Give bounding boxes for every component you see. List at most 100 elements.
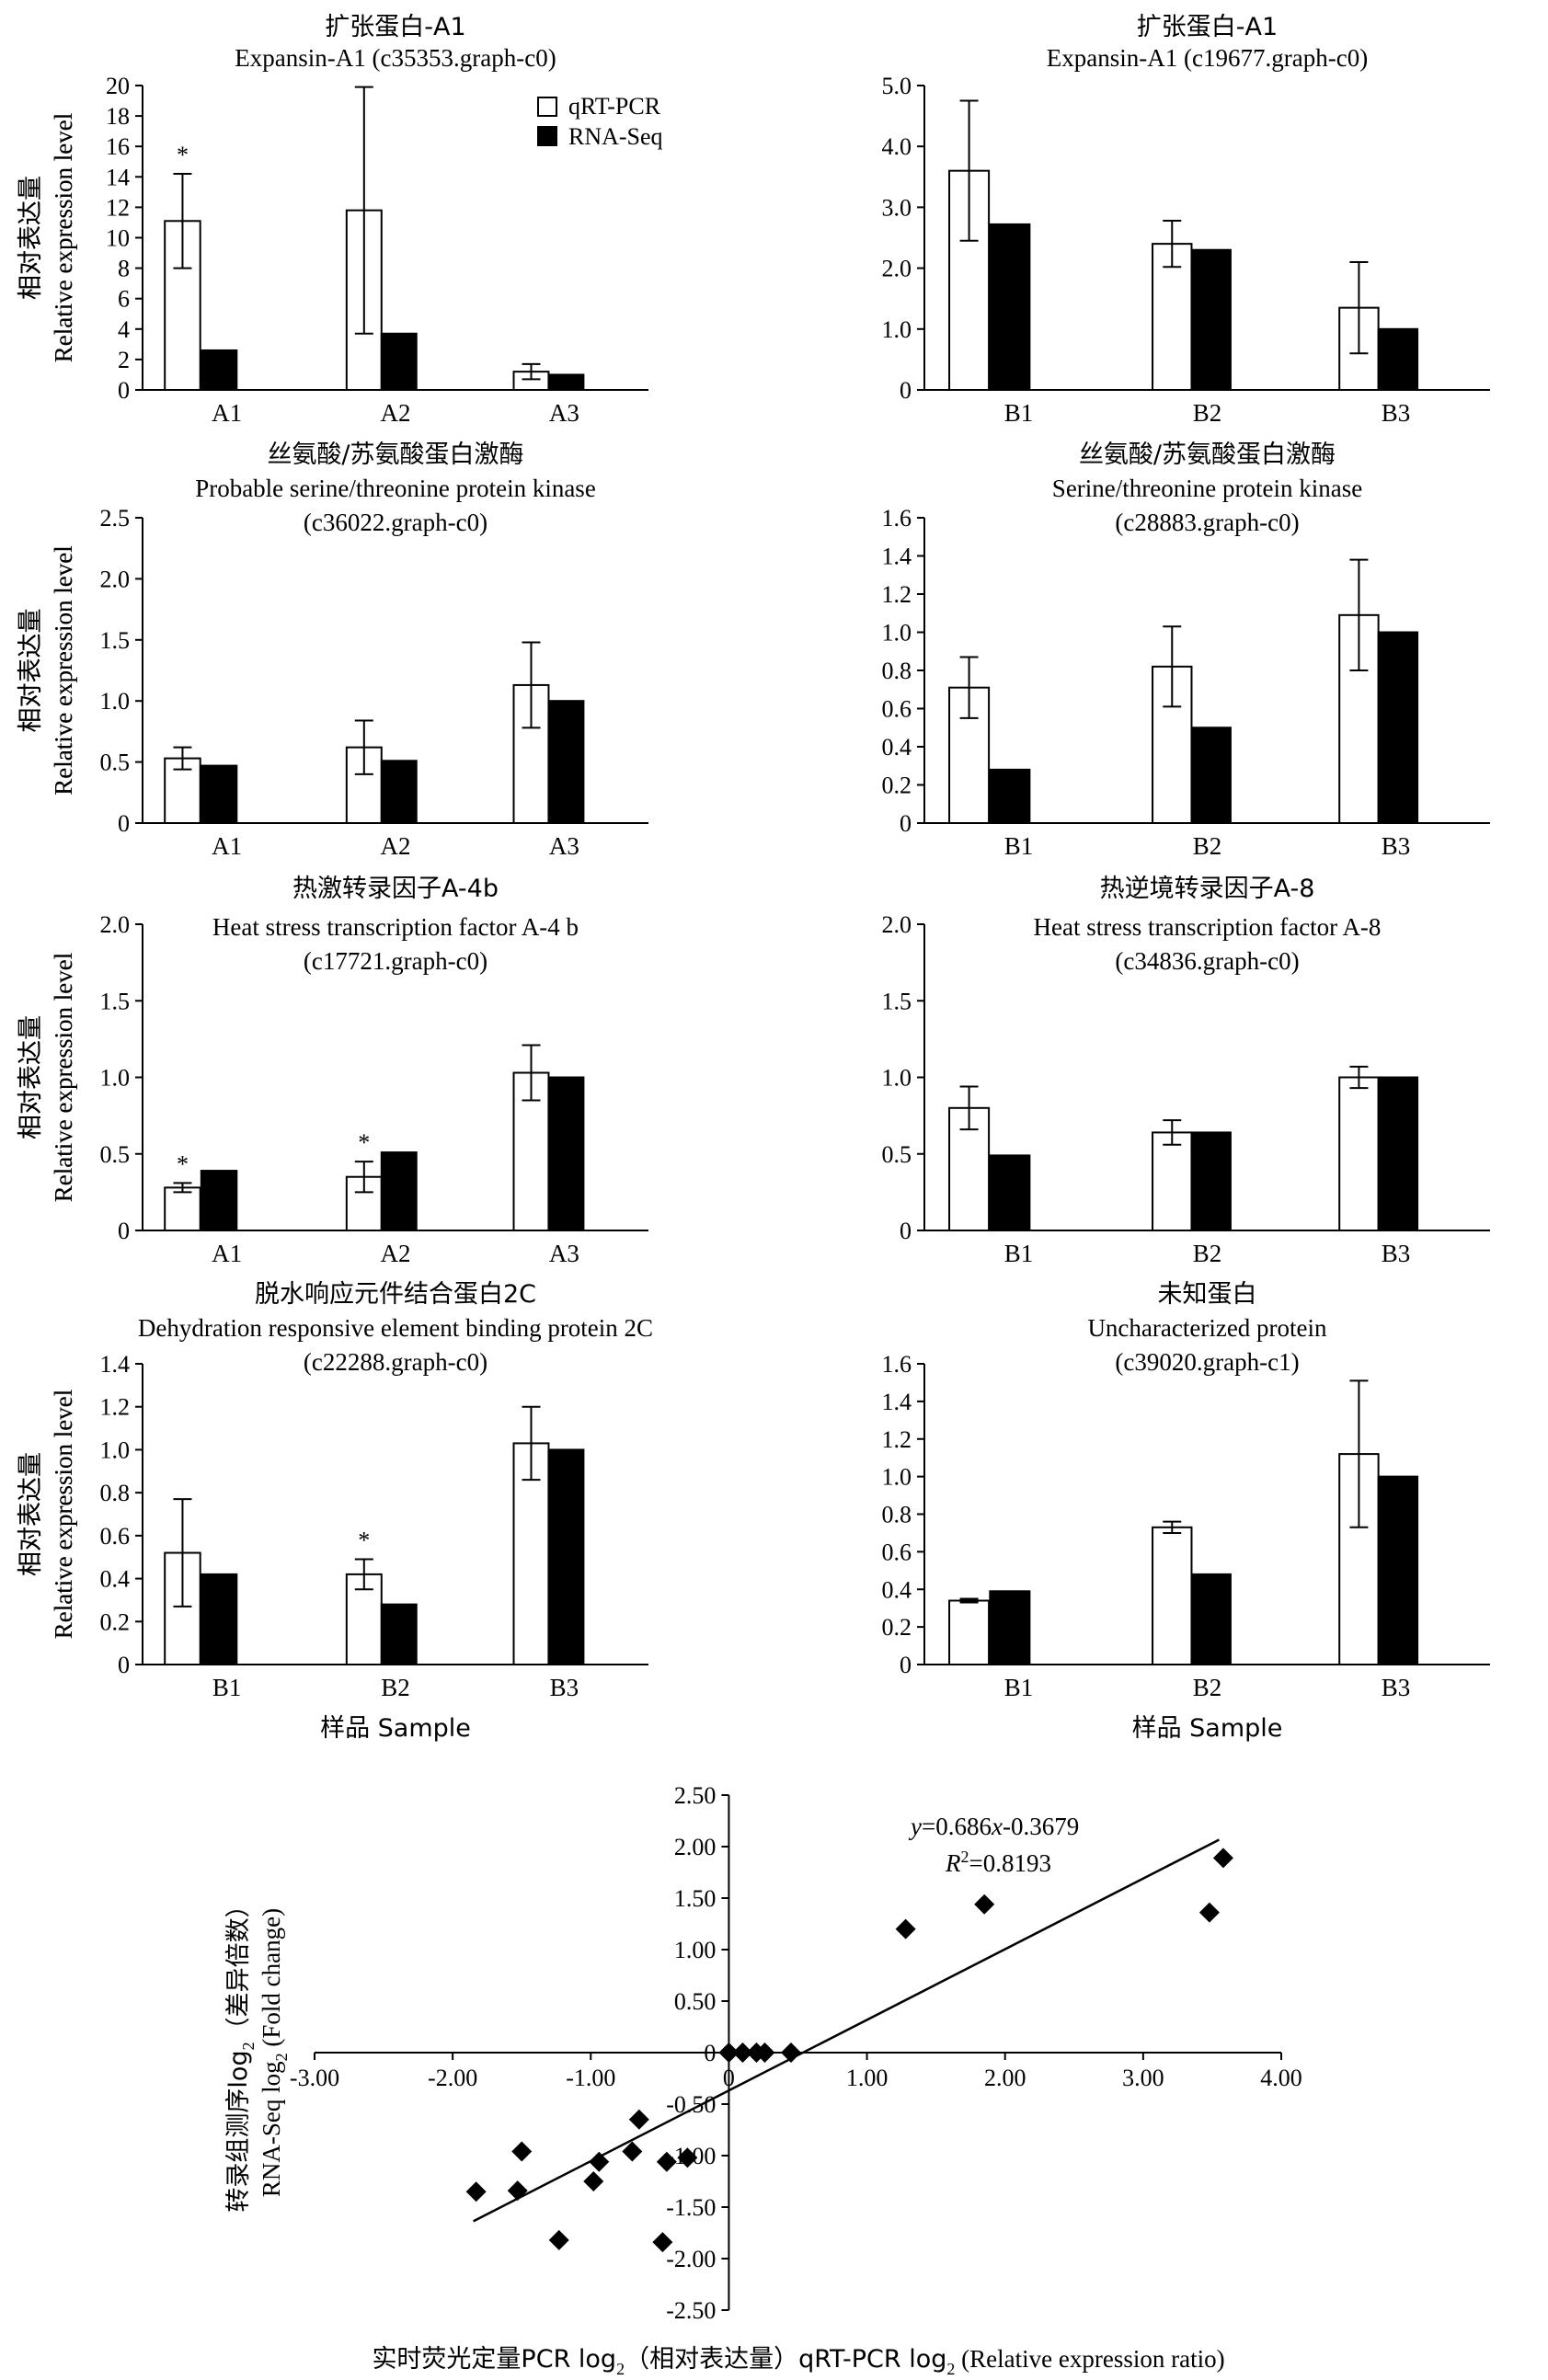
- x-tick-label: B3: [1382, 399, 1411, 427]
- bar-rna-seq: [200, 1170, 238, 1231]
- y-tick-label: 1.0: [882, 1464, 912, 1491]
- y-tick-label: 1.4: [882, 1389, 912, 1415]
- y-tick-label: 0: [900, 810, 912, 837]
- x-tick-label: B2: [1193, 1240, 1222, 1267]
- chart-title-cn: 丝氨酸/苏氨酸蛋白激酶: [267, 441, 523, 469]
- significance-star: *: [358, 1528, 370, 1554]
- scatter-point: [656, 2151, 677, 2172]
- xlabel-part-c: (Relative expression ratio): [955, 2345, 1224, 2373]
- bar-rna-seq: [1377, 327, 1419, 391]
- legend-swatch-qrt-pcr: [537, 97, 557, 117]
- scatter-y-tick-label: 0: [704, 2040, 716, 2066]
- y-tick-label: 0: [118, 810, 130, 837]
- y-tick-label: 1.2: [882, 581, 912, 608]
- y-tick-label: 0.6: [882, 1539, 912, 1565]
- bar-rna-seq: [1190, 248, 1232, 391]
- x-tick-label: B2: [1193, 1674, 1222, 1701]
- significance-star: *: [177, 142, 189, 168]
- scatter-x-axis-label: 实时荧光定量PCR log2（相对表达量）qRT-PCR log2 (Relat…: [372, 2345, 1224, 2378]
- scatter-y-axis-label-cn: 转录组测序log2（差异倍数）: [224, 1893, 258, 2212]
- y-tick-label: 0.4: [882, 734, 912, 761]
- x-tick-label: B3: [1382, 832, 1411, 860]
- y-tick-label: 1.6: [882, 505, 912, 532]
- y-tick-label: 1.5: [100, 988, 131, 1014]
- chart-title-en: (c36022.graph-c0): [304, 509, 487, 536]
- y-tick-label: 10: [106, 225, 130, 252]
- scatter-point: [1198, 1902, 1220, 1923]
- y-tick-label: 1.2: [100, 1394, 131, 1421]
- bar-qrt-pcr: [164, 1186, 201, 1232]
- legend-label-qrt-pcr: qRT-PCR: [568, 93, 661, 120]
- chart-title-en: Expansin-A1 (c19677.graph-c0): [1047, 44, 1368, 72]
- bar-qrt-pcr: [1152, 243, 1193, 391]
- chart-title-cn: 脱水响应元件结合蛋白2C: [255, 1280, 536, 1309]
- y-tick-label: 4.0: [882, 133, 912, 160]
- x-tick-label: B1: [1004, 399, 1034, 427]
- y-tick-label: 0.6: [882, 696, 912, 723]
- scatter-y-axis-label-en: RNA-Seq log2 (Fold change): [258, 1908, 291, 2197]
- y-axis-label-cn: 相对表达量: [17, 1452, 45, 1576]
- bar-rna-seq: [380, 1603, 418, 1665]
- y-tick-label: 2.5: [100, 505, 131, 532]
- scatter-point: [652, 2232, 673, 2253]
- y-axis-label-cn: 相对表达量: [17, 609, 45, 733]
- bar-rna-seq: [380, 1151, 418, 1231]
- y-tick-label: 1.0: [882, 316, 912, 343]
- x-tick-label: A3: [549, 832, 579, 860]
- bar-rna-seq: [1190, 1131, 1232, 1231]
- chart-title-en: (c17721.graph-c0): [304, 947, 487, 975]
- chart-title-en: (c22288.graph-c0): [304, 1348, 487, 1376]
- y-tick-label: 16: [106, 133, 130, 160]
- scatter-y-tick-label: 2.00: [674, 1834, 717, 1860]
- y-tick-label: 12: [106, 194, 130, 221]
- regression-equation: y=0.686x-0.3679: [908, 1813, 1079, 1840]
- scatter-x-tick-label: -1.00: [566, 2065, 615, 2091]
- y-tick-label: 5.0: [882, 73, 912, 99]
- scatter-x-tick-label: 1.00: [846, 2065, 889, 2091]
- y-tick-label: 0.5: [100, 749, 131, 776]
- y-tick-label: 0: [118, 377, 130, 404]
- scatter-y-tick-label: -0.50: [666, 2091, 716, 2118]
- bar-rna-seq: [989, 768, 1031, 825]
- y-tick-label: 1.6: [882, 1351, 912, 1378]
- scatter-y-tick-label: 2.50: [674, 1782, 717, 1809]
- r-squared: R2=0.8193: [945, 1848, 1051, 1877]
- y-tick-label: 2.0: [100, 911, 131, 938]
- chart-title-cn: 热激转录因子A-4b: [292, 875, 499, 903]
- x-axis-label: 样品 Sample: [1132, 1714, 1283, 1743]
- y-tick-label: 0.5: [882, 1141, 912, 1168]
- scatter-point: [1212, 1848, 1233, 1869]
- y-axis-label-cn: 相对表达量: [17, 176, 45, 300]
- y-tick-label: 20: [106, 73, 130, 99]
- x-tick-label: A1: [212, 1240, 242, 1267]
- bar-rna-seq: [989, 223, 1031, 391]
- y-tick-label: 2.0: [882, 256, 912, 282]
- y-tick-label: 1.4: [100, 1351, 131, 1378]
- scatter-y-tick-label: -2.00: [666, 2246, 716, 2272]
- y-tick-label: 8: [118, 256, 130, 282]
- chart-title-cn: 扩张蛋白-A1: [1137, 13, 1278, 41]
- y-tick-label: 1.0: [100, 1065, 131, 1092]
- bar-qrt-pcr: [1338, 1076, 1380, 1231]
- bar-rna-seq: [380, 760, 418, 824]
- chart-title-en: Uncharacterized protein: [1087, 1314, 1327, 1342]
- y-tick-label: 1.0: [882, 620, 912, 646]
- bar-rna-seq: [547, 1076, 585, 1231]
- chart-title-en: (c39020.graph-c1): [1115, 1348, 1299, 1376]
- scatter-point: [754, 2042, 775, 2063]
- y-axis-label-en: Relative expression level: [50, 113, 77, 362]
- scatter-point: [548, 2229, 569, 2250]
- y-axis-label-en: Relative expression level: [50, 953, 77, 1202]
- scatter-point: [718, 2042, 740, 2063]
- chart-title-cn: 未知蛋白: [1158, 1280, 1257, 1309]
- y-axis-label-en: Relative expression level: [50, 545, 77, 795]
- bar-rna-seq: [989, 1154, 1031, 1232]
- scatter-y-tick-label: -1.50: [666, 2194, 716, 2221]
- x-tick-label: A2: [381, 399, 411, 427]
- chart-title-cn: 丝氨酸/苏氨酸蛋白激酶: [1079, 441, 1336, 469]
- x-tick-label: B1: [212, 1674, 242, 1701]
- x-tick-label: B1: [1004, 1674, 1034, 1701]
- y-tick-label: 0: [118, 1218, 130, 1244]
- chart-title-en: Heat stress transcription factor A-8: [1034, 913, 1382, 941]
- x-tick-label: A1: [212, 832, 242, 860]
